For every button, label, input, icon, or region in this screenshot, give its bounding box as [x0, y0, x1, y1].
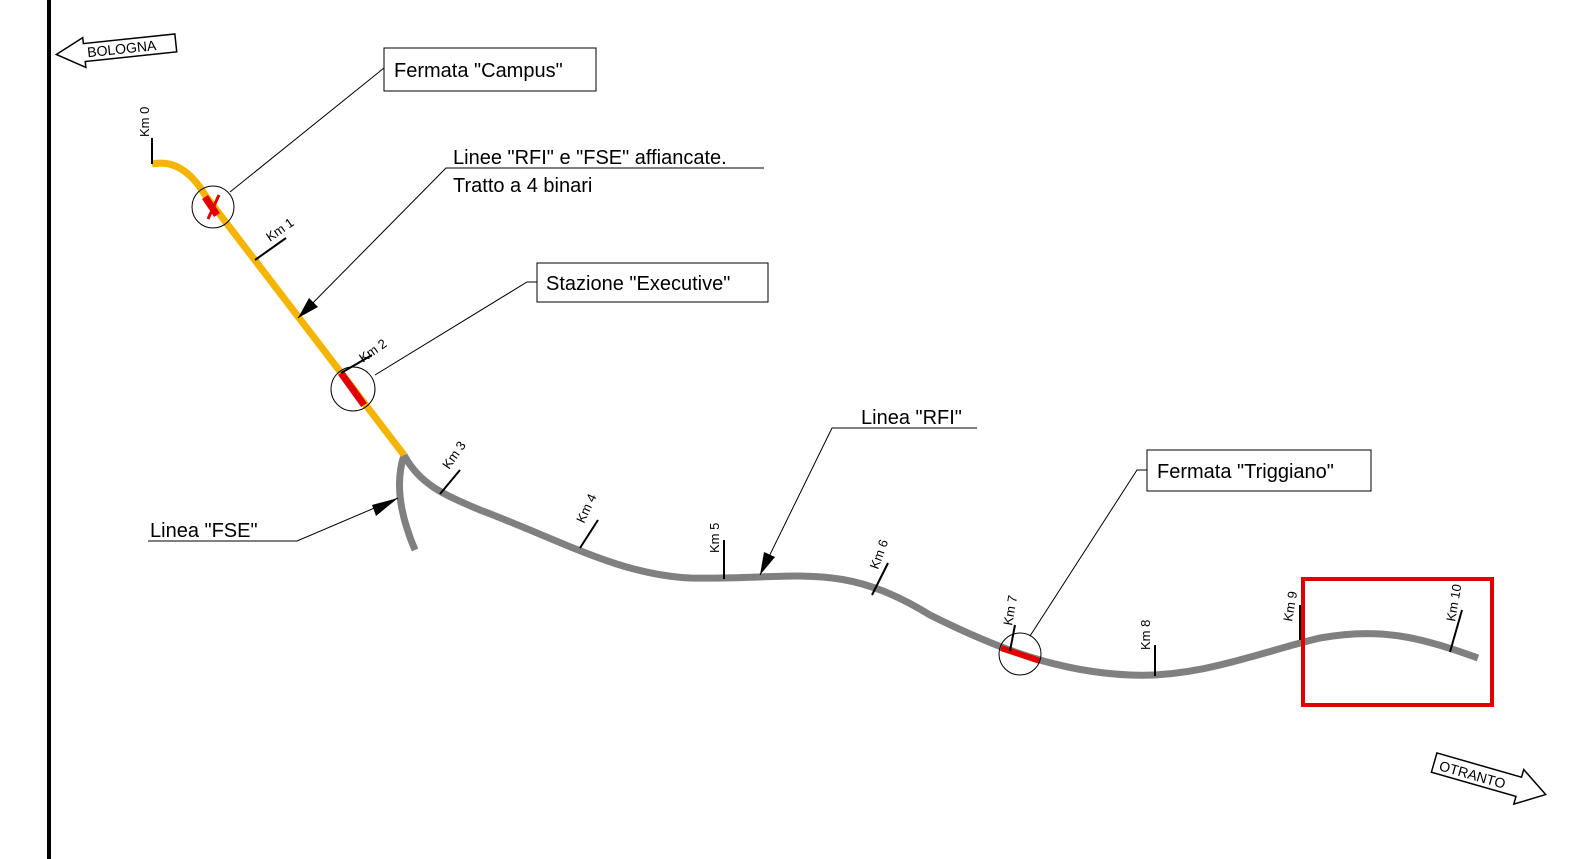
fse-track [396, 453, 419, 552]
four-track-callout-line2: Tratto a 4 binari [453, 175, 592, 197]
rfi-callout-text: Linea "RFI" [861, 407, 962, 429]
km-marker: Km 9 [1280, 590, 1301, 640]
highlight-box [1301, 577, 1494, 707]
km-marker: Km 3 [439, 438, 469, 495]
four-track-arrowhead [298, 298, 318, 318]
km-label: Km 7 [1000, 594, 1020, 626]
executive-callout-box [536, 262, 769, 303]
campus-callout-box [383, 47, 597, 92]
km-label: Km 5 [707, 523, 722, 553]
triggiano-callout-box [1146, 449, 1372, 492]
triggiano-station-mark [1000, 645, 1041, 664]
campus-station-mark [202, 195, 220, 217]
km-label: Km 3 [439, 438, 469, 471]
rfi-track [400, 453, 1480, 679]
bologna-direction-arrow: BOLOGNA [54, 33, 178, 69]
fse-callout-text: Linea "FSE" [150, 520, 258, 542]
km-label: Km 1 [263, 215, 296, 245]
four-track-callout-line1: Linee "RFI" e "FSE" affiancate. [453, 147, 727, 169]
triggiano-callout-text: Fermata "Triggiano" [1157, 461, 1334, 483]
triggiano-station-circle [998, 632, 1042, 676]
km-label: Km 9 [1280, 590, 1300, 622]
km-marker: Km 10 [1443, 583, 1464, 653]
executive-station-mark [338, 370, 367, 408]
fse-arrowhead [372, 498, 398, 516]
four-track-section [151, 159, 407, 458]
km-marker: Km 4 [573, 491, 600, 549]
executive-callout: Stazione "Executive" [374, 262, 769, 376]
campus-callout-text: Fermata "Campus" [394, 60, 563, 82]
km-label: Km 0 [137, 107, 152, 137]
km-marker: Km 1 [254, 215, 297, 261]
km-marker: Km 5 [707, 523, 725, 579]
campus-station-cross [206, 194, 221, 220]
four-track-callout: Linee "RFI" e "FSE" affiancate. Tratto a… [297, 147, 764, 319]
bologna-label: BOLOGNA [86, 37, 157, 60]
km-marker: Km 0 [137, 107, 153, 164]
executive-callout-text: Stazione "Executive" [546, 273, 730, 295]
fse-callout: Linea "FSE" [148, 497, 399, 542]
km-markers: Km 0 Km 1 Km 2 Km 3 Km 4 Km 5 Km 6 Km 7 [137, 107, 1464, 676]
km-marker: Km 8 [1138, 620, 1156, 676]
km-label: Km 8 [1138, 620, 1153, 650]
campus-station-circle [191, 185, 235, 229]
campus-callout: Fermata "Campus" [229, 47, 597, 193]
km-marker: Km 7 [1000, 594, 1020, 652]
km-label: Km 10 [1443, 583, 1464, 623]
rfi-callout: Linea "RFI" [759, 407, 977, 576]
km-label: Km 2 [356, 336, 389, 366]
rfi-arrowhead [760, 552, 775, 575]
km-label: Km 4 [573, 491, 599, 525]
otranto-direction-arrow: OTRANTO [1430, 752, 1548, 806]
triggiano-callout: Fermata "Triggiano" [1029, 449, 1372, 637]
